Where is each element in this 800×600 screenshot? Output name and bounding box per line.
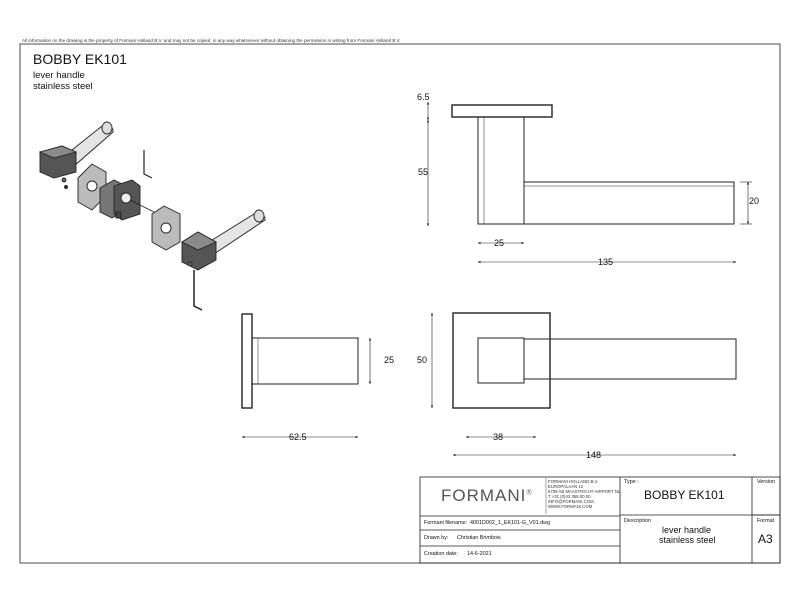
title-block-frame [419,476,781,564]
front-view-lever [523,338,737,380]
creation-date-label: Creation date: [424,551,458,557]
type-label: Type : [624,479,639,485]
format-value: A3 [758,532,773,546]
address-line: WWW.FORMANI.COM [548,504,593,510]
exploded-right-lever [181,209,266,271]
top-view-rose [451,104,553,118]
filename-label: Formani filename: [424,520,468,526]
dim-lever-length: 135 [598,257,614,267]
dim-lever-width: 20 [749,196,760,206]
top-view-dimensions [426,101,752,264]
formani-logo: FORMANI® [441,486,533,506]
front-view-neck [477,337,525,384]
dim-neck-width: 25 [494,238,505,248]
dim-front-total-length: 148 [586,450,602,460]
exploded-allen-key [143,150,153,179]
top-view-lever [524,181,735,225]
side-view-lever [251,337,359,385]
description-label: Description [624,518,651,524]
address-line: FORMANI HOLLAND B.V. [548,479,599,484]
exploded-mechanism [99,179,159,221]
exploded-left-lever [38,121,114,179]
version-label: Version [757,479,775,485]
product-type: lever handle [33,70,85,81]
side-view-rose [241,313,253,409]
filename-value: 4001D002_1_EK101-G_V01.dwg [470,520,551,526]
description-line2: stainless steel [659,535,716,545]
exploded-screw [61,177,67,183]
company-address: FORMANI HOLLAND B.V. EUROPALAAN 12 5709 … [548,479,620,510]
exploded-right-rose [151,205,181,251]
address-line: EUROPALAAN 12 [548,484,584,490]
logo-text: FORMANI [441,486,527,505]
dim-side-projection: 62.5 [289,432,307,442]
drawn-by-label: Drawn by: [424,535,449,541]
dim-front-neck-offset: 38 [493,432,504,442]
side-view-dimensions [241,337,372,439]
logo-mark: ® [526,489,533,497]
dim-top-rose-height: 55 [418,167,429,177]
side-view [241,313,359,409]
creation-date-value: 14-6-2021 [467,551,492,557]
description-line1: lever handle [662,525,712,535]
top-view [451,104,735,225]
sheet-border [19,43,781,564]
product-title: BOBBY EK101 [33,51,127,67]
top-view-neck [477,116,525,225]
address-line: 5709 AB MAASTRICHT-AIRPORT NL [548,489,621,495]
dim-top-rose-thickness: 6.5 [417,92,430,102]
exploded-view [38,121,266,311]
address-line: T +31 (0)43 358 00 00 [548,494,591,500]
dim-side-rose-height: 25 [384,355,395,365]
format-label: Format [757,518,775,524]
address-line: INFO@FORMANI.COM [548,499,594,505]
dim-front-rose-size: 50 [417,355,428,365]
drawn-by-value: Christian Brimbois [457,535,501,541]
front-view-rose [452,312,551,409]
product-material: stainless steel [33,81,93,92]
disclaimer-note: All information on the drawing is the pr… [22,38,401,43]
front-view-dimensions [430,312,737,457]
type-value: BOBBY EK101 [644,488,725,502]
front-view [452,312,737,409]
